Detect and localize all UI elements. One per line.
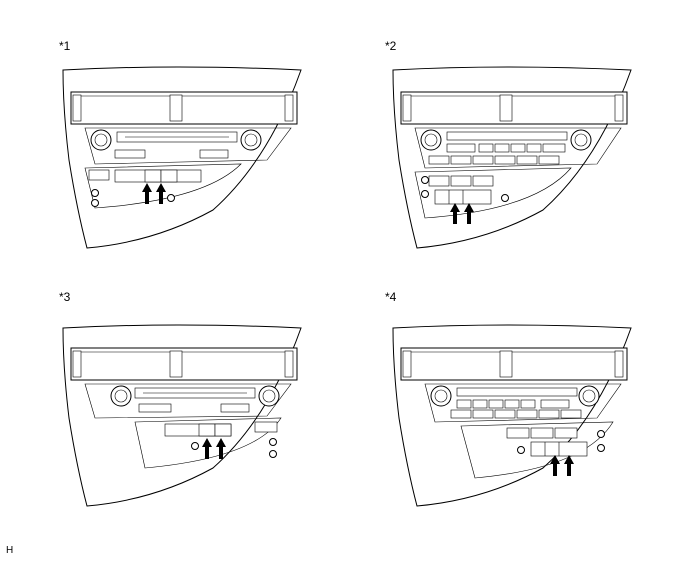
figure-label-2: *2 [385, 39, 397, 53]
console-panel-4 [392, 324, 632, 507]
arrow-2b [464, 203, 474, 224]
arrow-4a [550, 455, 560, 476]
arrow-2a [450, 203, 460, 224]
footer-code: H [6, 545, 14, 556]
arrow-3a [202, 438, 212, 459]
figure-label-3: *3 [59, 290, 71, 304]
arrow-1a [142, 183, 152, 204]
console-panel-3 [62, 324, 302, 507]
figure-label-1: *1 [59, 39, 71, 53]
arrow-4b [564, 455, 574, 476]
arrow-3b [216, 438, 226, 459]
console-panel-2 [392, 66, 632, 249]
console-panel-1 [62, 66, 302, 249]
arrow-1b [156, 183, 166, 204]
figure-label-4: *4 [385, 290, 397, 304]
